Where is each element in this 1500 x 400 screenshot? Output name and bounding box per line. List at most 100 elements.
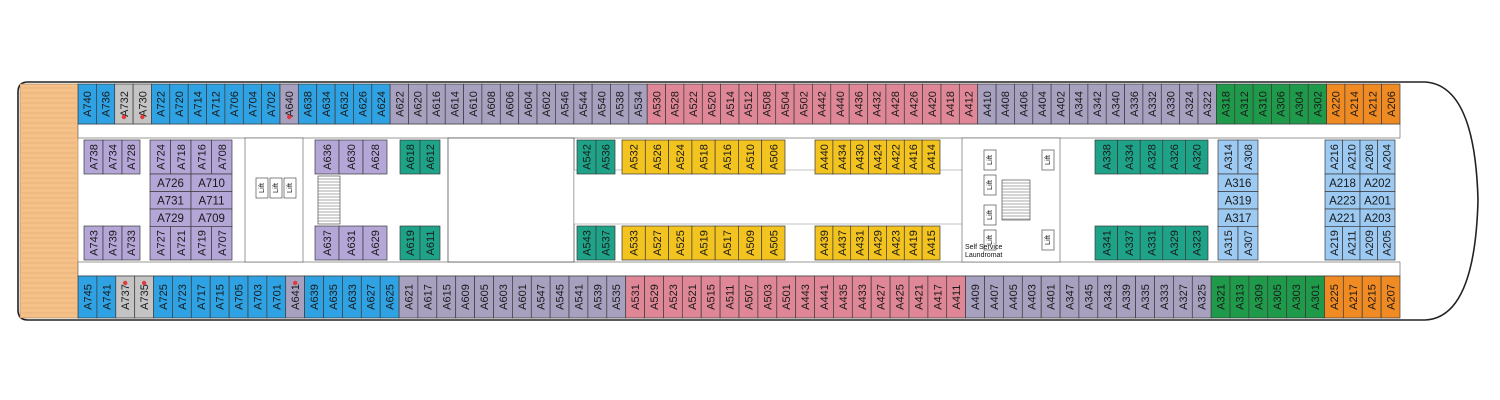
cabin-a323[interactable] [1185,225,1209,261]
cabin-label: A710 [198,178,225,190]
cabin-a612[interactable] [419,139,441,175]
cabin-label: A705 [234,284,246,310]
cabin-label: A313 [1235,284,1247,310]
cabin-label: A306 [1276,91,1288,117]
cabin-label: A419 [908,230,920,256]
cabin-label: A314 [1223,144,1235,170]
cabin-label: A208 [1364,144,1376,170]
cabin-label: A503 [762,284,774,310]
cabin-a505[interactable] [761,225,786,261]
laundromat-label-line1: Self Service [965,244,1002,251]
bow-end [1400,84,1474,318]
cabin-label: A310 [1257,91,1269,117]
cabin-label: A535 [611,284,623,310]
stairs-group [317,175,1031,225]
cabin-label: A347 [1065,284,1077,310]
cabin-label: A330 [1166,91,1178,117]
cabin-label: A409 [970,284,982,310]
cabin-label: A611 [425,231,437,256]
cabin-a629[interactable] [362,225,388,261]
cabin-label: A722 [156,91,168,117]
cabin-a536[interactable] [595,139,616,175]
cabin-a207[interactable] [1380,275,1401,319]
cabin-label: A745 [82,284,94,310]
cabin-a537[interactable] [595,225,616,261]
cabin-label: A332 [1147,91,1159,117]
cabin-label: A538 [615,91,627,117]
cabin-label: A333 [1159,284,1171,310]
cabin-a203[interactable] [1359,208,1396,227]
cabin-label: A636 [322,144,334,170]
cabin-label: A505 [768,230,780,256]
aft-deck-planks [22,87,76,314]
cabin-a320[interactable] [1185,139,1209,175]
cabin-a414[interactable] [921,139,941,175]
cabin-a636[interactable] [314,139,340,175]
cabin-label: A631 [346,230,358,256]
public-area-aft [447,137,575,263]
cabin-label: A430 [855,144,867,170]
cabin-label: A701 [271,284,283,310]
lift-label: Lift [257,182,266,193]
cabin-label: A432 [872,91,884,117]
cabin-label: A723 [177,284,189,310]
cabin-label: A546 [560,91,572,117]
cabin-label: A344 [1074,91,1086,117]
cabin-label: A641 [290,284,302,310]
cabin-a206[interactable] [1381,83,1401,125]
cabin-label: A506 [768,144,780,170]
cabin-a630[interactable] [338,139,364,175]
cabin-a415[interactable] [921,225,941,261]
cabin-label: A533 [629,230,641,256]
cabin-label: A741 [101,284,113,310]
cabin-label: A605 [479,284,491,310]
cabin-label: A734 [108,144,120,170]
cabin-label: A614 [449,91,461,117]
cabin-label: A201 [1364,195,1391,207]
cabin-a506[interactable] [761,139,786,175]
cabin-a628[interactable] [362,139,388,175]
cabin-label: A728 [126,144,138,170]
cabin-label: A214 [1349,91,1361,117]
laundromat-label-line2: Laundromat [965,252,1002,259]
cabin-label: A403 [1027,284,1039,310]
cabin-label: A712 [211,91,223,117]
cabin-a733[interactable] [121,225,141,261]
cabin-label: A422 [890,144,902,170]
cabin-label: A415 [926,230,938,256]
cabin-label: A337 [1124,230,1136,256]
cabin-label: A340 [1110,91,1122,117]
cabin-label: A404 [1037,91,1049,117]
cabin-label: A544 [578,91,590,117]
lift-label: Lift [985,234,994,245]
cabin-label: A334 [1124,144,1136,170]
cabin-a728[interactable] [121,139,141,175]
cabin-label: A616 [431,91,443,117]
cabin-label: A624 [376,91,388,117]
cabin-label: A321 [1216,284,1228,310]
cabin-label: A221 [1329,213,1356,225]
cabin-label: A440 [835,91,847,117]
stairwell-aft [244,137,304,263]
cabin-label: A540 [596,91,608,117]
cabin-label: A324 [1184,91,1196,117]
cabin-label: A738 [89,144,101,170]
cabin-label: A219 [1329,230,1341,256]
cabin-label: A304 [1294,91,1306,117]
cabin-label: A736 [101,91,113,117]
cabin-a709[interactable] [190,208,233,227]
cabin-label: A331 [1147,230,1159,256]
cabin-a611[interactable] [419,225,441,261]
cabin-label: A518 [699,144,711,170]
cabin-a631[interactable] [338,225,364,261]
cabin-label: A608 [486,91,498,117]
lift-label: Lift [985,209,994,220]
cabin-label: A441 [819,284,831,310]
cabin-a317[interactable] [1217,208,1259,227]
cabin-label: A424 [873,144,885,170]
cabin-label: A303 [1291,284,1303,310]
lift-box [255,177,269,199]
